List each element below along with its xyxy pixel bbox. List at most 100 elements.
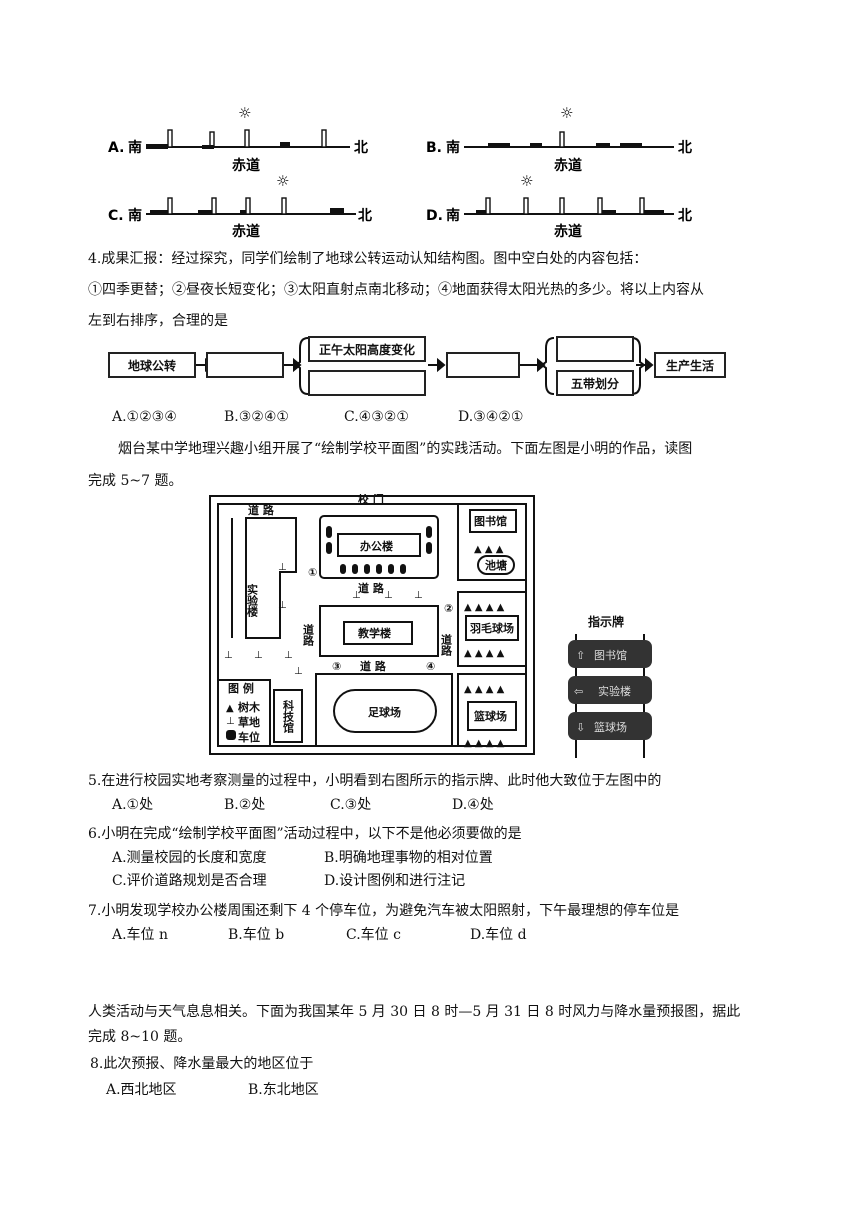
q6-options-row2: C.评价道路规划是否合理 D.设计图例和进行注记 bbox=[112, 872, 465, 890]
signboard-arrow-up-icon: ⇧ bbox=[576, 649, 585, 662]
diagram-d-sun-icon: ☼ bbox=[520, 172, 533, 190]
diagram-a-north: 北 bbox=[354, 140, 368, 156]
svg-text:⊥: ⊥ bbox=[414, 590, 423, 601]
map-legend-tree: 树木 bbox=[238, 700, 261, 714]
map-basketball: 篮球场 bbox=[473, 709, 507, 723]
flow-box-blank-1 bbox=[206, 352, 284, 378]
diagram-c-letter: C. bbox=[108, 208, 124, 224]
diagram-d-south: 南 bbox=[446, 207, 460, 224]
map-tech: 科技馆 bbox=[282, 699, 295, 734]
map-mark-2: ② bbox=[444, 602, 453, 615]
q4-option-d[interactable]: D.③④②① bbox=[458, 409, 524, 425]
signboard-item-basketball: 篮球场 bbox=[594, 720, 627, 734]
intro-8-10-line2: 完成 8~10 题。 bbox=[88, 1029, 192, 1045]
map-road-lower: 道 路 bbox=[360, 659, 387, 673]
q8-stem: 8.此次预报、降水量最大的地区位于 bbox=[90, 1056, 314, 1072]
diagram-d: D. 南 北 赤道 ☼ bbox=[426, 172, 692, 238]
svg-text:⊥: ⊥ bbox=[294, 666, 303, 677]
q4-options: A.①②③④ B.③②④① C.④③②① D.③④②① bbox=[112, 408, 523, 426]
q6-option-c[interactable]: C.评价道路规划是否合理 bbox=[112, 873, 267, 889]
flow-box-noon-sun-height: 正午太阳高度变化 bbox=[308, 336, 426, 362]
q4-option-b[interactable]: B.③②④① bbox=[224, 409, 289, 425]
intro-5-7-line1: 烟台某中学地理兴趣小组开展了“绘制学校平面图”的实践活动。下面左图是小明的作品，… bbox=[118, 441, 693, 457]
q5-option-d[interactable]: D.④处 bbox=[452, 797, 494, 813]
map-legend-parking: 车位 bbox=[238, 730, 260, 744]
svg-text:⊥: ⊥ bbox=[284, 650, 293, 661]
map-mark-3: ③ bbox=[332, 660, 341, 673]
school-map: ▲ ▲ ▲ ▲ ▲ ▲ ▲ ▲ ▲ ▲ ▲ ▲ ▲ ▲ ▲ ▲ ▲ ▲ ▲ ▲ … bbox=[209, 494, 535, 755]
map-road-top: 道 路 bbox=[248, 503, 275, 517]
q5-option-b[interactable]: B.②处 bbox=[224, 797, 266, 813]
q7-option-c[interactable]: C.车位 c bbox=[346, 927, 401, 943]
q7-option-d[interactable]: D.车位 d bbox=[470, 927, 527, 943]
q4-option-c[interactable]: C.④③②① bbox=[344, 409, 409, 425]
svg-text:▲ ▲ ▲ ▲: ▲ ▲ ▲ ▲ bbox=[464, 602, 505, 613]
q5-option-a[interactable]: A.①处 bbox=[112, 797, 154, 813]
diagram-b: B. 南 北 赤道 ☼ bbox=[426, 104, 692, 174]
map-mark-4: ④ bbox=[426, 660, 435, 673]
map-library: 图书馆 bbox=[474, 514, 507, 528]
diagram-d-north: 北 bbox=[678, 208, 692, 224]
map-teaching: 教学楼 bbox=[357, 626, 391, 640]
svg-text:▲ ▲ ▲: ▲ ▲ ▲ bbox=[474, 544, 504, 555]
sun-shadow-diagrams: A. 南 北 赤道 ☼ B. 南 北 赤道 ☼ bbox=[108, 104, 692, 238]
q5-option-c[interactable]: C.③处 bbox=[330, 797, 372, 813]
q6-stem: 6.小明在完成“绘制学校平面图”活动过程中，以下不是他必须要做的是 bbox=[88, 826, 522, 842]
diagram-a: A. 南 北 赤道 ☼ bbox=[108, 104, 368, 174]
q4-stem-line1: 4.成果汇报：经过探究，同学们绘制了地球公转运动认知结构图。图中空白处的内容包括… bbox=[88, 251, 648, 267]
legend-parking-icon bbox=[226, 730, 236, 740]
diagram-b-south: 南 bbox=[446, 139, 460, 156]
map-road-vertical-left: 道路 bbox=[302, 623, 315, 647]
diagram-a-south: 南 bbox=[128, 139, 142, 156]
flow-box-production-life: 生产生活 bbox=[654, 352, 726, 378]
svg-text:⊥: ⊥ bbox=[352, 590, 361, 601]
diagram-c-south: 南 bbox=[128, 207, 142, 224]
q6-option-a[interactable]: A.测量校园的长度和宽度 bbox=[112, 850, 267, 866]
map-gate: 校 门 bbox=[358, 494, 384, 506]
diagram-a-letter: A. bbox=[108, 140, 124, 156]
map-road-vertical-right: 道路 bbox=[440, 633, 453, 657]
q6-option-d[interactable]: D.设计图例和进行注记 bbox=[324, 873, 466, 889]
signboard: 指示牌 ⇧ 图书馆 ⇦ 实验楼 ⇩ 篮球场 bbox=[568, 614, 652, 758]
intro-5-7-line2: 完成 5~7 题。 bbox=[88, 473, 183, 489]
flow-box-blank-3 bbox=[446, 352, 520, 378]
intro-8-10-line1: 人类活动与天气息息相关。下面为我国某年 5 月 30 日 8 时—5 月 31 … bbox=[88, 1004, 741, 1020]
diagram-d-equator: 赤道 bbox=[554, 223, 582, 238]
q4-stem-line3: 左到右排序，合理的是 bbox=[88, 313, 228, 329]
signboard-arrow-down-icon: ⇩ bbox=[576, 721, 585, 734]
map-office: 办公楼 bbox=[360, 539, 393, 553]
q7-options: A.车位 n B.车位 b C.车位 c D.车位 d bbox=[112, 926, 527, 944]
map-badminton: 羽毛球场 bbox=[470, 621, 514, 635]
svg-text:⊥: ⊥ bbox=[278, 600, 287, 611]
svg-text:⊥: ⊥ bbox=[254, 650, 263, 661]
signboard-item-library: 图书馆 bbox=[594, 648, 627, 662]
q4-option-a[interactable]: A.①②③④ bbox=[112, 409, 177, 425]
map-lab: 实验楼 bbox=[246, 583, 259, 618]
diagram-d-letter: D. bbox=[426, 208, 443, 224]
q4-stem-line2: ①四季更替；②昼夜长短变化；③太阳直射点南北移动；④地面获得太阳光热的多少。将以… bbox=[88, 282, 704, 298]
q4-flow-chart: 地球公转 正午太阳高度变化 五带划分 生产生活 bbox=[108, 334, 728, 400]
q7-option-b[interactable]: B.车位 b bbox=[228, 927, 285, 943]
diagram-b-letter: B. bbox=[426, 140, 442, 156]
q8-options: A.西北地区 B.东北地区 bbox=[106, 1081, 319, 1099]
q6-option-b[interactable]: B.明确地理事物的相对位置 bbox=[324, 850, 493, 866]
signboard-title: 指示牌 bbox=[588, 614, 624, 629]
q8-option-b[interactable]: B.东北地区 bbox=[248, 1082, 319, 1098]
signboard-arrow-left-icon: ⇦ bbox=[574, 685, 583, 698]
q8-option-a[interactable]: A.西北地区 bbox=[106, 1082, 177, 1098]
svg-text:⊥: ⊥ bbox=[384, 590, 393, 601]
q7-stem: 7.小明发现学校办公楼周围还剩下 4 个停车位，为避免汽车被太阳照射，下午最理想… bbox=[88, 903, 680, 919]
svg-text:⊥: ⊥ bbox=[226, 716, 235, 727]
map-road-mid: 道 路 bbox=[358, 581, 385, 595]
map-football: 足球场 bbox=[368, 705, 401, 719]
q5-stem: 5.在进行校园实地考察测量的过程中，小明看到右图所示的指示牌、此时他大致位于左图… bbox=[88, 773, 662, 789]
q7-option-a[interactable]: A.车位 n bbox=[112, 927, 169, 943]
signboard-item-lab: 实验楼 bbox=[598, 684, 631, 698]
svg-text:▲ ▲ ▲ ▲: ▲ ▲ ▲ ▲ bbox=[464, 648, 505, 659]
flow-box-earth-revolution: 地球公转 bbox=[108, 352, 196, 378]
diagram-b-sun-icon: ☼ bbox=[560, 104, 573, 122]
svg-text:▲ ▲ ▲ ▲: ▲ ▲ ▲ ▲ bbox=[464, 684, 505, 695]
diagram-c: C. 南 北 赤道 ☼ bbox=[108, 172, 372, 238]
diagram-c-north: 北 bbox=[358, 208, 372, 224]
svg-text:⊥: ⊥ bbox=[278, 562, 287, 573]
